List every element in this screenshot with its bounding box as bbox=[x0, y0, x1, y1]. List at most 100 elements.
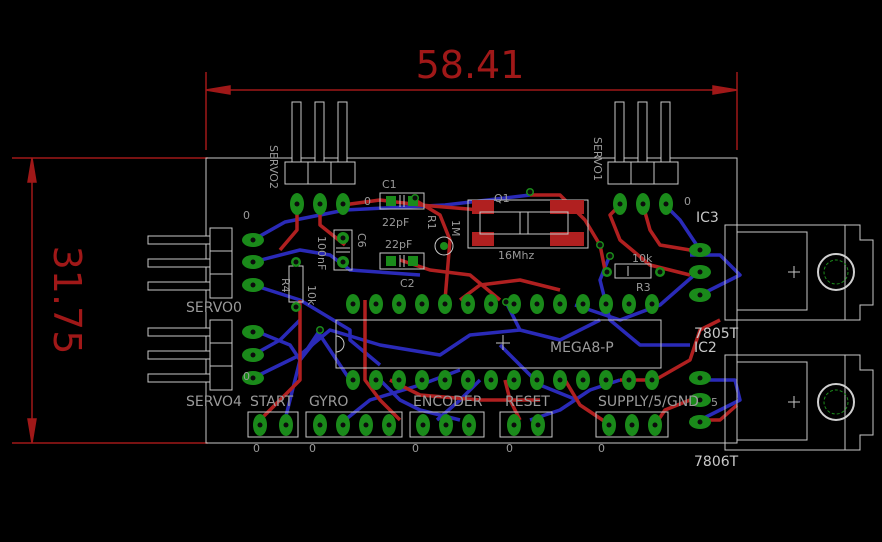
supply-pin-pad-hole bbox=[629, 422, 635, 428]
mcu-pin-pad-hole bbox=[373, 301, 379, 307]
servo1-pin-pad-hole bbox=[617, 201, 623, 207]
via-hole bbox=[503, 299, 509, 305]
servo0-pin-pad-hole bbox=[250, 282, 256, 288]
servo4-label: SERVO4 bbox=[186, 394, 242, 410]
via-hole bbox=[317, 327, 323, 333]
mcu-pin-pad-hole bbox=[557, 377, 563, 383]
mcu-pin-pad-hole bbox=[442, 377, 448, 383]
r1-label: R1 bbox=[425, 215, 438, 230]
start-pin-pad-hole bbox=[257, 422, 263, 428]
encoder-label: ENCODER bbox=[413, 394, 483, 410]
ic2-pin-pad-hole bbox=[697, 419, 703, 425]
capacitor-c6 bbox=[333, 229, 353, 271]
pin-mark-servo4: 0 bbox=[243, 370, 250, 383]
servo4-pin-pad-hole bbox=[250, 352, 256, 358]
mcu-pin-pad-hole bbox=[649, 377, 655, 383]
reset-pin-pad-hole bbox=[511, 422, 517, 428]
servo2-header bbox=[284, 101, 356, 185]
c6-pin-pad-hole bbox=[340, 259, 346, 265]
pin-mark-servo2: 0 bbox=[364, 195, 371, 208]
resistor-r3 bbox=[614, 263, 652, 279]
servo1-pin-pad-hole bbox=[663, 201, 669, 207]
r1-value: 1M bbox=[449, 220, 462, 237]
servo2-pin-pad-hole bbox=[294, 201, 300, 207]
r3-label: R3 bbox=[636, 281, 651, 294]
mcu-pin-pad-hole bbox=[534, 301, 540, 307]
pin-mark-gyro: 0 bbox=[309, 442, 316, 455]
mcu-pin-pad-hole bbox=[465, 377, 471, 383]
start-pin-pad-hole bbox=[283, 422, 289, 428]
servo1-pin-pad-hole bbox=[640, 201, 646, 207]
via-hole bbox=[527, 189, 533, 195]
ic3-pin-pad-hole bbox=[697, 269, 703, 275]
pads-group bbox=[242, 188, 711, 436]
r3-pin-pad-hole bbox=[604, 269, 610, 275]
r4-pin-pad-hole bbox=[293, 259, 299, 265]
servo1-label: SERVO1 bbox=[591, 137, 604, 181]
width-dimension bbox=[205, 72, 738, 150]
pin-mark-start: 0 bbox=[253, 442, 260, 455]
reset-label: RESET bbox=[505, 394, 550, 410]
ic2-value: 7805T bbox=[694, 326, 739, 342]
gyro-pin-pad-hole bbox=[340, 422, 346, 428]
servo2-pin-pad-hole bbox=[340, 201, 346, 207]
mega8-label: MEGA8-P bbox=[550, 340, 614, 356]
r4-value: 10k bbox=[305, 285, 318, 306]
c2-value: 22pF bbox=[385, 238, 412, 251]
servo1-header bbox=[607, 101, 679, 185]
mcu-pin-pad-hole bbox=[373, 377, 379, 383]
mcu-pin-pad-hole bbox=[511, 377, 517, 383]
q1-label: Q1 bbox=[494, 192, 510, 205]
mega8-ic-outline bbox=[335, 319, 662, 369]
pin-mark-reset: 0 bbox=[506, 442, 513, 455]
r3-value: 10k bbox=[632, 252, 653, 265]
r1-pad bbox=[434, 236, 454, 256]
supply-pin-pad-hole bbox=[606, 422, 612, 428]
mcu-pin-pad-hole bbox=[488, 301, 494, 307]
mcu-pin-pad-hole bbox=[534, 377, 540, 383]
encoder-pin-pad-hole bbox=[420, 422, 426, 428]
c6-value: 100nF bbox=[315, 236, 328, 270]
crystal-q1 bbox=[467, 199, 589, 249]
servo2-pin-pad-hole bbox=[317, 201, 323, 207]
encoder-pin-pad-hole bbox=[466, 422, 472, 428]
mcu-pin-pad-hole bbox=[419, 377, 425, 383]
gyro-pin-pad-hole bbox=[317, 422, 323, 428]
q1-value: 16Mhz bbox=[498, 249, 534, 262]
servo0-pin-pad-hole bbox=[250, 259, 256, 265]
mcu-pin-pad-hole bbox=[419, 301, 425, 307]
start-label: START bbox=[250, 394, 294, 410]
pin-mark-supply: 0 bbox=[598, 442, 605, 455]
mcu-pin-pad-hole bbox=[396, 301, 402, 307]
servo0-pin-pad-hole bbox=[250, 237, 256, 243]
mcu-pin-pad-hole bbox=[626, 377, 632, 383]
pin-mark-servo0: 0 bbox=[243, 209, 250, 222]
regulator-ic2 bbox=[724, 354, 874, 451]
c1-value: 22pF bbox=[382, 216, 409, 229]
ic3-pin-pad-hole bbox=[697, 292, 703, 298]
mcu-pin-pad-hole bbox=[603, 301, 609, 307]
supply-label: SUPPLY/5/GND bbox=[598, 394, 699, 410]
ic2-label: IC2 bbox=[694, 340, 717, 356]
top-traces bbox=[258, 193, 739, 427]
servo0-header bbox=[147, 227, 233, 299]
r4-pin-pad-hole bbox=[293, 304, 299, 310]
c1-label: C1 bbox=[382, 178, 397, 191]
ic3-pin-pad-hole bbox=[697, 247, 703, 253]
gyro-pin-pad-hole bbox=[386, 422, 392, 428]
ic2-pin-pad-hole bbox=[697, 397, 703, 403]
mcu-pin-pad-hole bbox=[488, 377, 494, 383]
servo0-label: SERVO0 bbox=[186, 300, 242, 316]
c6-label: C6 bbox=[355, 233, 368, 248]
c2-label: C2 bbox=[400, 277, 415, 290]
reset-pin-pad-hole bbox=[535, 422, 541, 428]
ic3-label: IC3 bbox=[696, 210, 719, 226]
servo4-header bbox=[147, 319, 233, 391]
regulator-ic3 bbox=[724, 224, 874, 321]
servo2-label: SERVO2 bbox=[267, 145, 280, 189]
ic2-pin-pad-hole bbox=[697, 375, 703, 381]
capacitor-c2 bbox=[379, 252, 425, 270]
mcu-pin-pad-hole bbox=[603, 377, 609, 383]
mcu-pin-pad-hole bbox=[649, 301, 655, 307]
